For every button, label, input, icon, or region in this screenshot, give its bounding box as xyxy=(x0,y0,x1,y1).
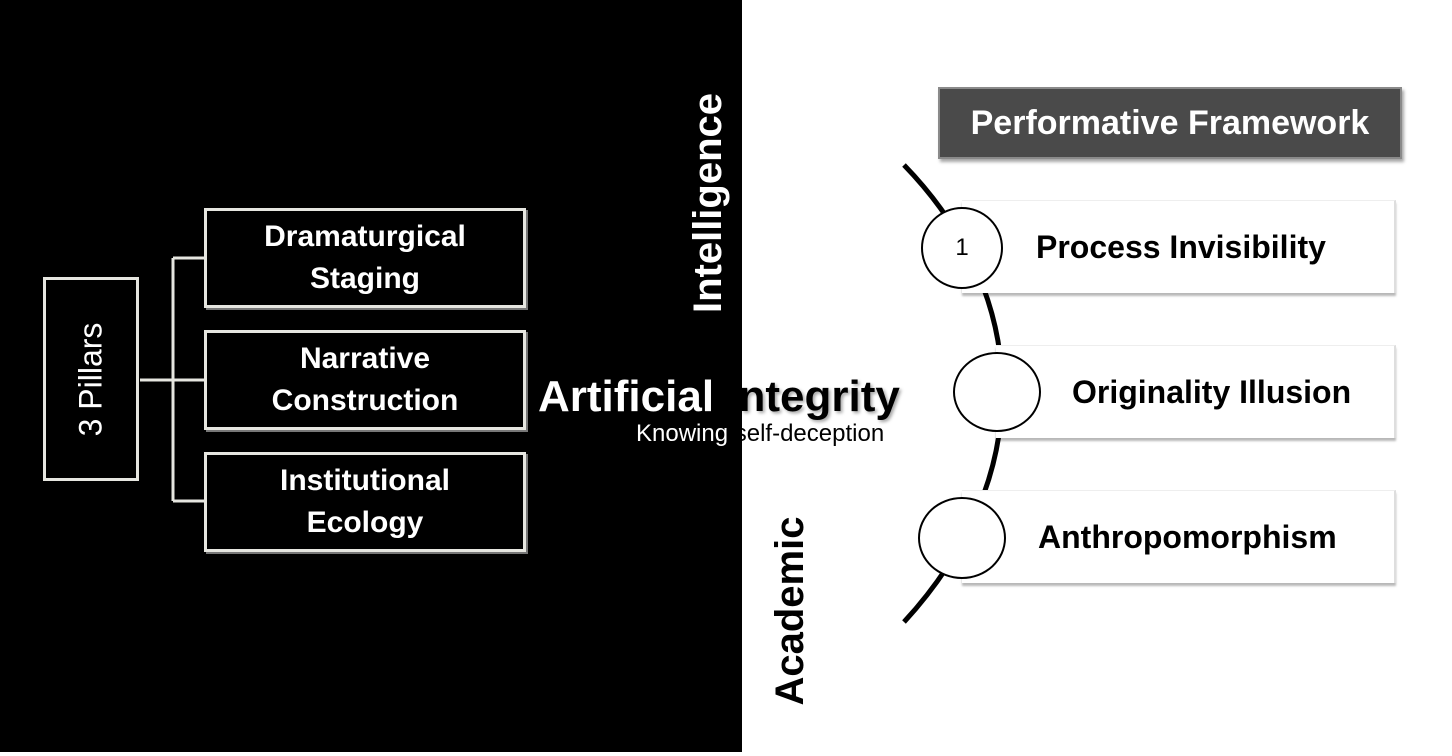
central-subtitle: Knowing self-deception xyxy=(636,420,884,448)
framework-item-anthropomorphism: Anthropomorphism xyxy=(962,490,1396,583)
pillar-label: Narrative Construction xyxy=(271,342,459,417)
central-subtitle-part1: Knowing xyxy=(636,420,735,447)
framework-header-box: Performative Framework xyxy=(938,87,1402,159)
central-title: Artificial Integrity xyxy=(538,372,900,422)
framework-item-label: Process Invisibility xyxy=(1036,228,1326,265)
pillars-root-box xyxy=(43,277,139,481)
pillar-label: Dramaturgical Staging xyxy=(264,220,466,295)
central-subtitle-part2: self-deception xyxy=(734,420,885,447)
framework-item-process-invisibility: Process Invisibility xyxy=(962,200,1396,293)
framework-item-originality-illusion: Originality Illusion xyxy=(996,345,1396,438)
pillar-label: Institutional Ecology xyxy=(280,464,450,539)
tree-connector xyxy=(140,256,204,503)
framework-step-circle-2 xyxy=(953,352,1041,432)
framework-header-label: Performative Framework xyxy=(970,103,1370,142)
central-title-word-artificial: Artificial xyxy=(538,372,727,421)
framework-item-label: Originality Illusion xyxy=(1072,373,1352,410)
framework-step-number: 1 xyxy=(955,234,969,261)
central-title-word-integrity: Integrity xyxy=(726,372,900,421)
framework-step-circle-1: 1 xyxy=(921,207,1003,289)
pillar-box-institutional-ecology: Institutional Ecology xyxy=(204,452,526,552)
framework-item-label: Anthropomorphism xyxy=(1038,518,1337,555)
framework-step-circle-3 xyxy=(918,497,1006,579)
pillar-box-narrative-construction: Narrative Construction xyxy=(204,330,526,430)
pillar-box-dramaturgical-staging: Dramaturgical Staging xyxy=(204,208,526,308)
